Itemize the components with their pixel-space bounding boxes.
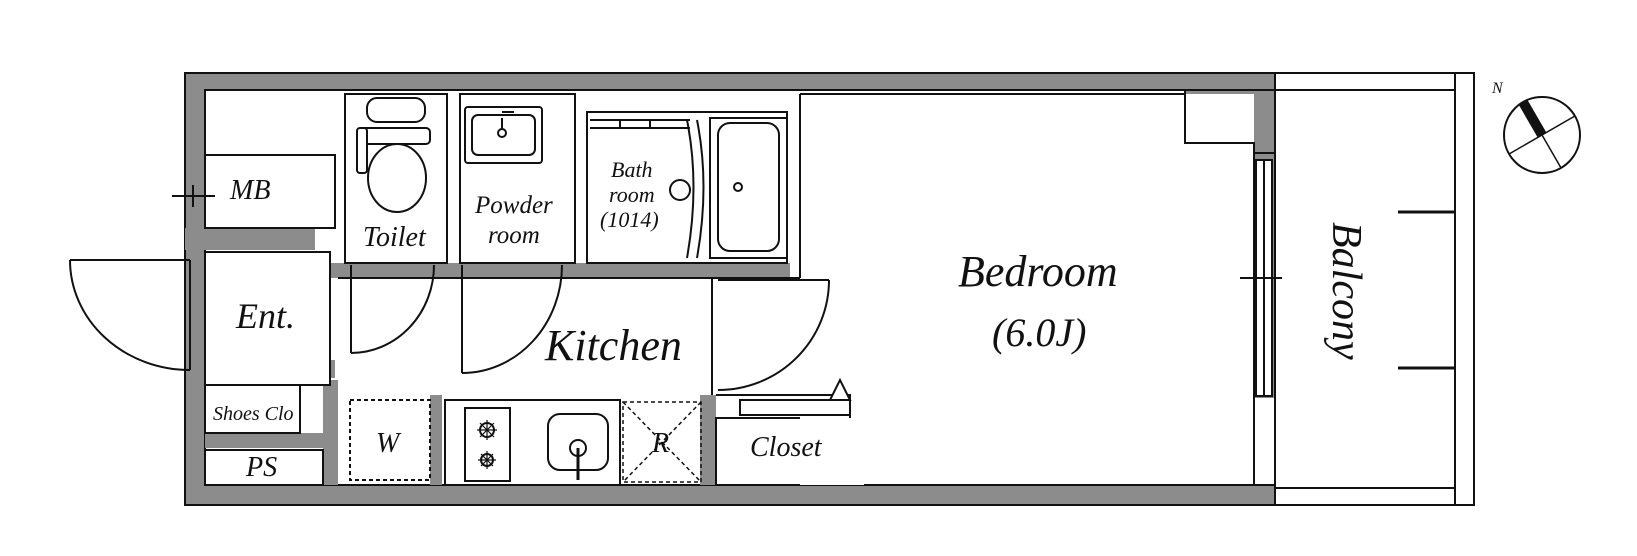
shoes-closet <box>204 384 301 434</box>
bath-label-1: Bath <box>611 157 653 182</box>
bedroom-door[interactable] <box>711 278 830 395</box>
sink-icon <box>464 106 543 164</box>
shoes-closet-label: Shoes Clo <box>213 403 294 425</box>
ps-room <box>204 449 324 486</box>
kitchen-counter <box>444 399 621 486</box>
bedroom-size-label: (6.0J) <box>992 310 1086 355</box>
entrance-room <box>204 251 331 386</box>
closet-door[interactable] <box>739 377 852 416</box>
toilet-door[interactable] <box>350 264 435 354</box>
compass-north-label: N <box>1491 80 1504 97</box>
kitchen-sink-icon <box>547 413 609 480</box>
refrigerator-label: R <box>651 428 669 459</box>
balcony-label: Balcony <box>1323 222 1369 360</box>
powder-room-door[interactable] <box>461 264 563 374</box>
bedroom-room <box>800 94 1254 485</box>
bedroom-label: Bedroom <box>958 247 1118 296</box>
ps-label: PS <box>245 452 277 483</box>
powder-room-label-2: room <box>488 222 540 249</box>
bathtub-icon <box>590 117 788 259</box>
washer-label: W <box>376 428 402 459</box>
toilet-label: Toilet <box>363 222 427 253</box>
balcony-area <box>1274 72 1475 506</box>
refrigerator-space <box>622 401 702 483</box>
entrance-door[interactable] <box>69 255 206 385</box>
balcony-window <box>1240 159 1282 397</box>
toilet-icon <box>356 97 431 213</box>
washer-space <box>349 399 431 481</box>
mb-room <box>204 154 336 229</box>
mb-label: MB <box>229 175 270 206</box>
powder-room-label-1: Powder <box>474 192 553 219</box>
bath-label-2: room <box>609 182 655 207</box>
compass-icon: N <box>1491 80 1581 174</box>
kitchen-label: Kitchen <box>544 321 682 370</box>
stove-icon <box>477 420 497 469</box>
closet-label: Closet <box>750 432 823 463</box>
mb-window <box>172 185 215 207</box>
room-outlines <box>204 93 1254 486</box>
bath-label-3: (1014) <box>600 207 659 232</box>
entrance-label: Ent. <box>235 296 295 336</box>
